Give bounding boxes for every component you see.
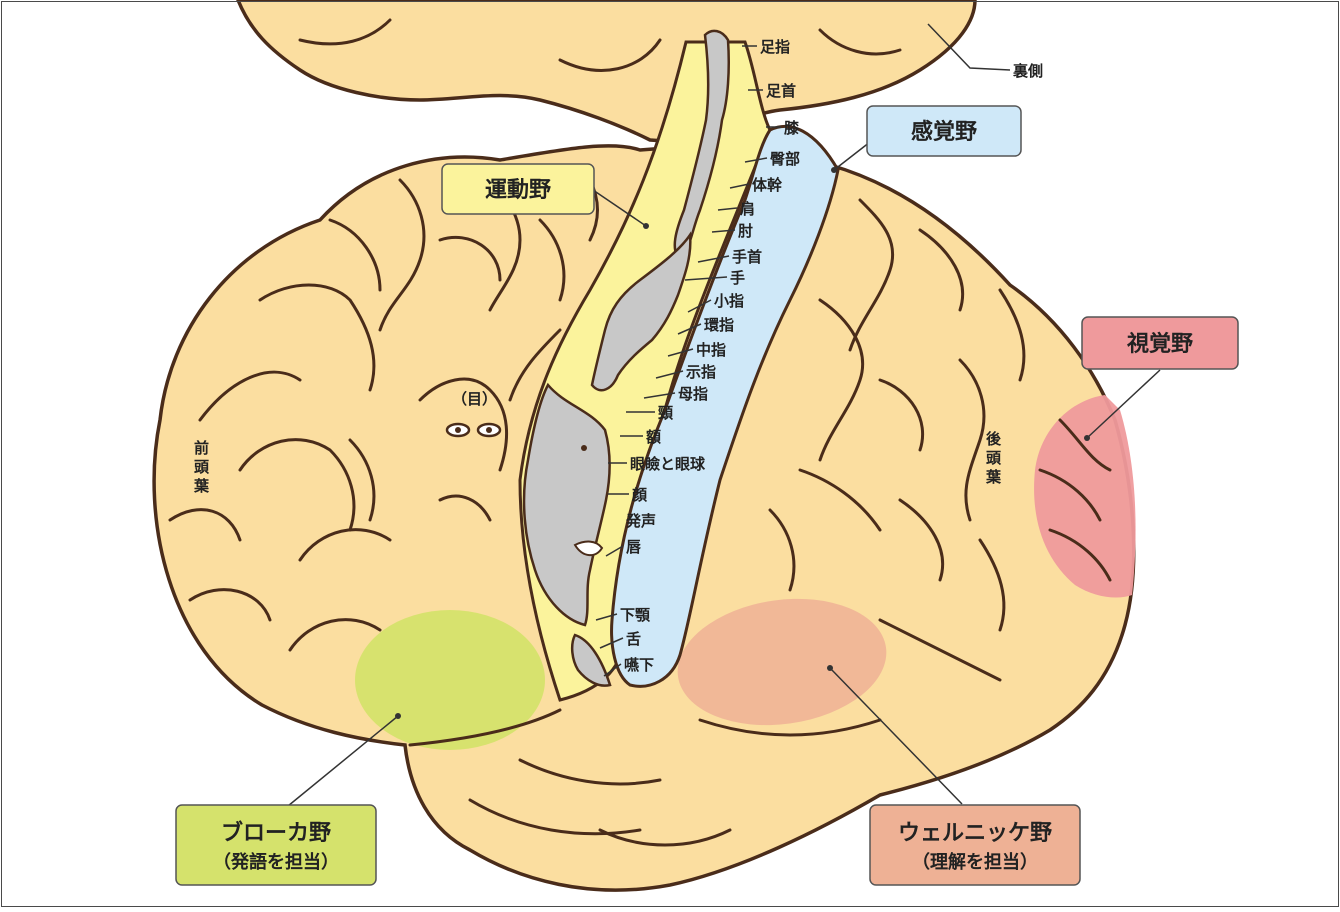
motor-label-box <box>441 163 595 215</box>
body-part-leader <box>711 229 736 233</box>
svg-text:葉: 葉 <box>985 468 1002 486</box>
svg-text:頭: 頭 <box>194 458 210 476</box>
eye-label: （目） <box>452 390 497 408</box>
motor-leader <box>592 189 647 227</box>
brain-folds <box>168 18 1112 847</box>
homunculus <box>522 29 730 687</box>
sensory-leader <box>833 141 871 171</box>
back-label-leader <box>927 23 1011 71</box>
body-part-leader <box>595 613 618 621</box>
body-part-leader <box>599 637 624 649</box>
body-part-label: 環指 <box>704 316 734 334</box>
wernicke-sublabel: （理解を担当） <box>912 851 1038 873</box>
body-part-label: 手 <box>730 269 745 287</box>
body-part-leader <box>667 348 694 357</box>
sensory-cortex <box>610 124 840 688</box>
wernicke-label: ウェルニッケ野 <box>898 821 1052 846</box>
broca-area <box>355 610 545 750</box>
broca-sublabel: （発語を担当） <box>213 851 339 873</box>
sensory-label-box <box>866 105 1022 157</box>
body-part-leader <box>605 545 624 557</box>
body-part-label: 手首 <box>732 248 762 266</box>
body-part-label: 眼瞼と眼球 <box>630 455 706 473</box>
wernicke-label-box <box>869 804 1081 886</box>
body-part-label: 足指 <box>760 38 790 56</box>
body-part-leader <box>684 276 728 281</box>
body-part-label: 額 <box>645 428 661 446</box>
body-part-leader <box>687 299 712 313</box>
svg-text:頭: 頭 <box>986 449 1002 467</box>
body-part-label: 示指 <box>686 363 716 381</box>
body-part-label: 小指 <box>714 292 744 310</box>
body-part-label: 体幹 <box>752 176 783 194</box>
body-part-leader <box>744 157 768 163</box>
back-label: 裏側 <box>1012 62 1043 80</box>
body-part-label: 頸 <box>658 404 674 422</box>
body-part-label: 肘 <box>738 222 753 240</box>
svg-text:前: 前 <box>194 439 209 457</box>
body-part-label: 臀部 <box>770 150 800 168</box>
broca-leader <box>287 715 399 807</box>
body-part-leader <box>729 183 750 189</box>
frontal-lobe-label: 前 頭 葉 <box>193 439 210 495</box>
wernicke-area <box>677 598 887 726</box>
broca-label-box <box>175 804 377 886</box>
body-part-label: 発声 <box>625 512 656 530</box>
body-part-label: 膝 <box>784 119 800 137</box>
sensory-label: 感覚野 <box>911 119 977 145</box>
body-part-label: 舌 <box>626 630 641 648</box>
body-part-label: 嚥下 <box>624 656 654 674</box>
body-part-leader <box>603 663 622 677</box>
occipital-lobe-label: 後 頭 葉 <box>985 430 1002 486</box>
body-part-label: 足首 <box>766 82 796 100</box>
eye-icons <box>445 422 502 438</box>
motor-label: 運動野 <box>485 178 551 203</box>
body-part-label: 顔 <box>631 486 648 504</box>
body-part-label: 下顎 <box>620 606 651 624</box>
broca-label: ブローカ野 <box>221 820 331 846</box>
body-part-leader <box>697 255 730 263</box>
body-part-leader <box>643 392 676 399</box>
body-part-leader <box>717 207 738 211</box>
body-part-label: 唇 <box>626 538 642 556</box>
body-part-label: 肩 <box>740 200 755 218</box>
body-part-label: 母指 <box>678 385 708 403</box>
visual-leader <box>1086 369 1161 439</box>
visual-label-box <box>1081 316 1239 370</box>
body-part-label: 中指 <box>696 341 726 359</box>
wernicke-leader <box>829 667 963 805</box>
body-part-leader <box>677 323 702 335</box>
visual-label: 視覚野 <box>1127 331 1193 357</box>
body-part-leader <box>655 370 684 379</box>
svg-text:後: 後 <box>985 430 1002 448</box>
svg-text:葉: 葉 <box>193 477 210 495</box>
